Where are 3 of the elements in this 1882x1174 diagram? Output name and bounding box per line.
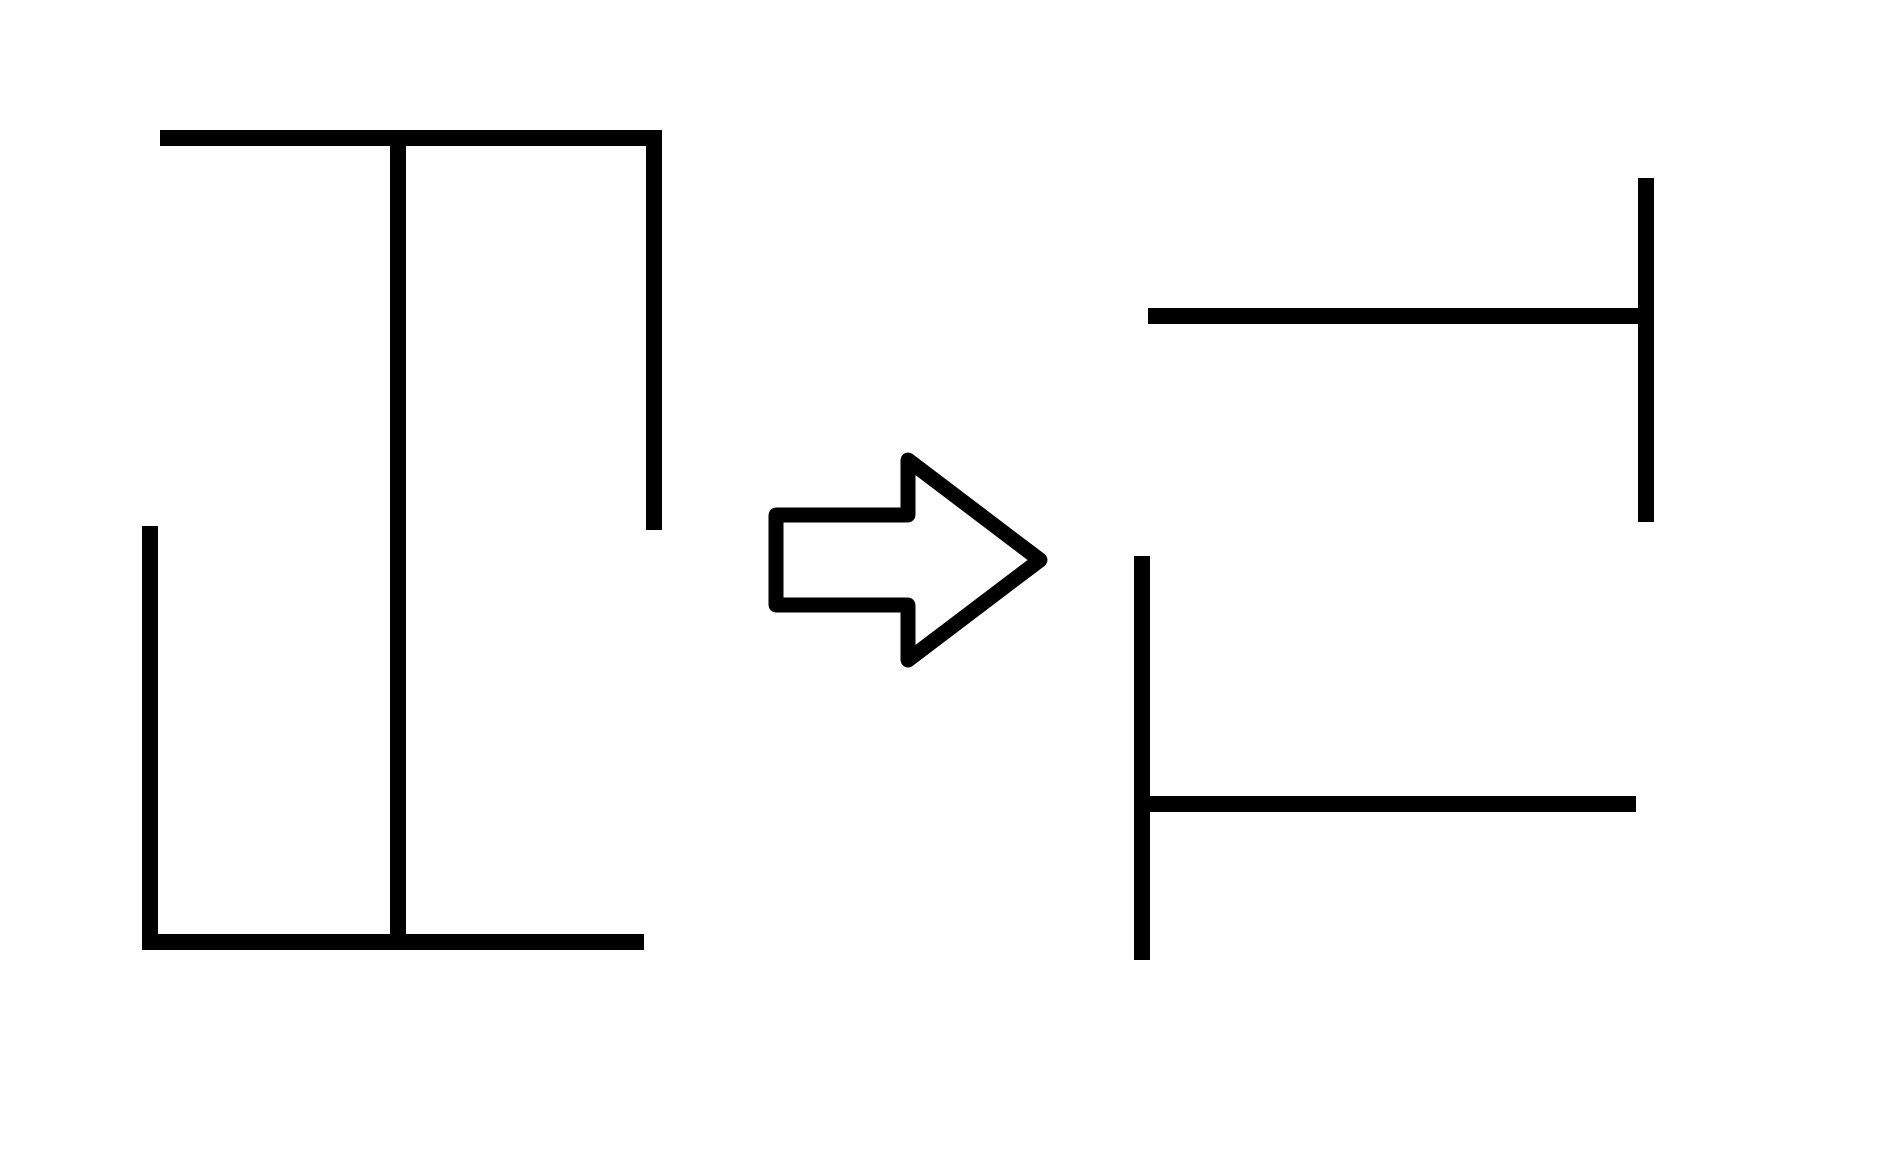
split-line-drawing [1134,178,1654,960]
line-drawing [142,130,662,950]
block-arrow [768,452,1048,668]
